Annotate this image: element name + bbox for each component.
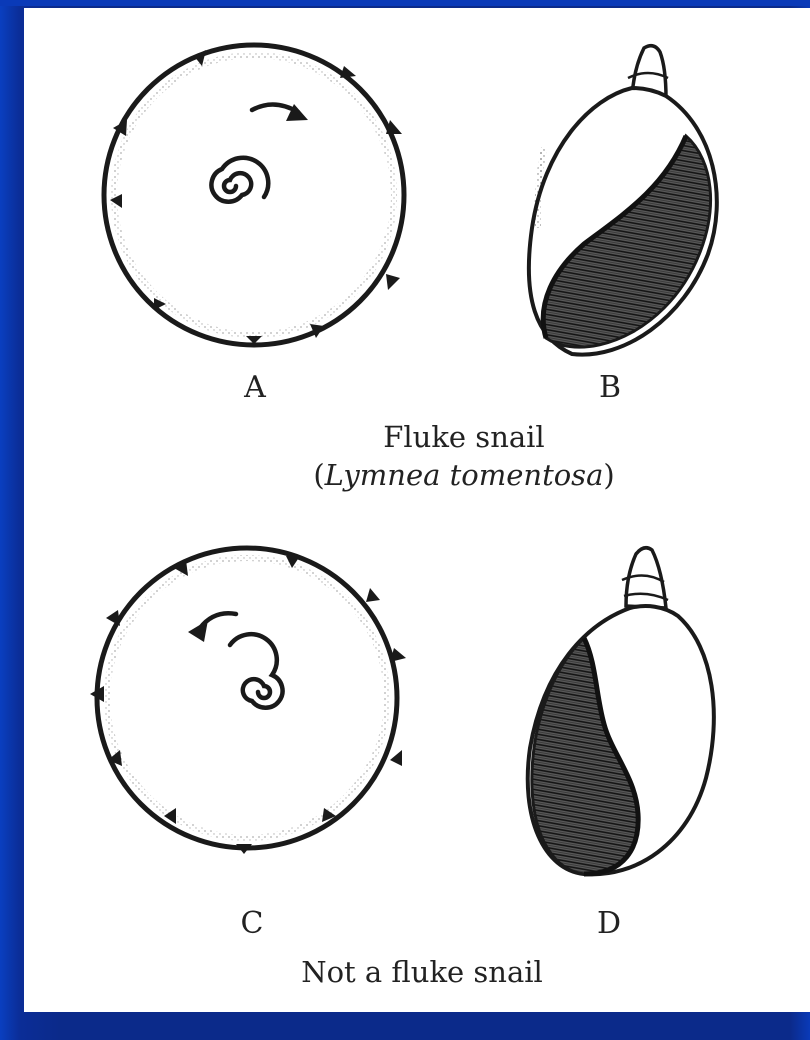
illustration-panel: A B Fluke snail (Lymnea tomentosa) C D N… <box>24 8 810 1012</box>
caption-paren-close: ) <box>603 458 614 492</box>
label-c: C <box>232 906 272 941</box>
caption-paren-open: ( <box>313 458 324 492</box>
label-d: D <box>589 906 629 941</box>
shell-a-top-view <box>104 45 404 345</box>
label-b: B <box>590 370 630 405</box>
label-a: A <box>235 370 275 405</box>
shell-d-side-view <box>528 548 714 875</box>
caption-sci-name: Lymnea tomentosa <box>325 458 604 492</box>
caption-not-fluke-snail: Not a fluke snail <box>172 955 672 989</box>
snail-figure <box>24 8 810 1012</box>
caption-scientific-name: (Lymnea tomentosa) <box>214 458 714 492</box>
slide-top-band <box>0 0 810 6</box>
caption-fluke-snail: Fluke snail <box>214 420 714 454</box>
shell-b-side-view <box>529 46 717 355</box>
shell-c-top-view <box>90 548 406 854</box>
